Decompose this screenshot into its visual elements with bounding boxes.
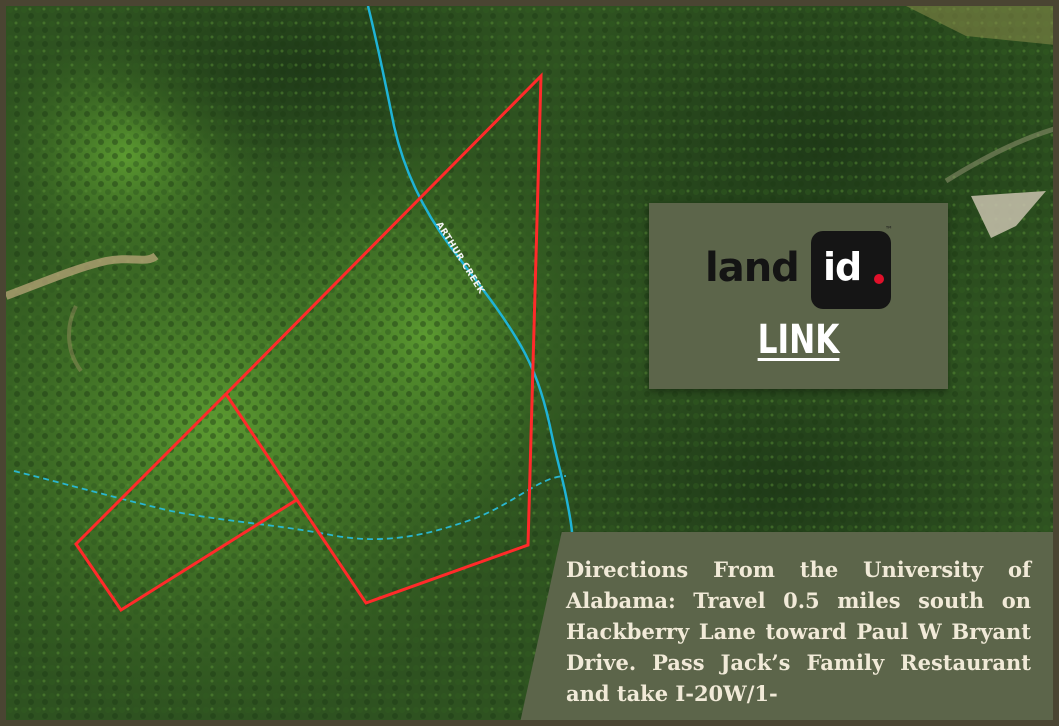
landid-logo-word: land [705,245,800,291]
arthur-creek-line [366,6,574,533]
dirt-road-left [6,252,159,300]
clearing-top-right [906,6,1053,45]
property-boundary-lower-parcel[interactable] [74,392,299,613]
landid-logo-badge-text: id [823,245,862,289]
directions-panel: Directions From the University of Alabam… [518,532,1053,720]
landid-red-dot-icon [874,274,884,284]
landid-trademark: ™ [885,225,893,234]
landid-link-button[interactable]: LINK [757,317,840,363]
clearing-right [971,191,1046,238]
landid-logo-badge: id [811,231,891,309]
property-boundary[interactable] [224,72,543,605]
landid-logo[interactable]: land id ™ [705,225,895,311]
landid-card[interactable]: land id ™ LINK [649,203,948,389]
dirt-track-left [67,305,83,373]
directions-text: Directions From the University of Alabam… [566,557,1031,706]
road-right [944,126,1053,184]
